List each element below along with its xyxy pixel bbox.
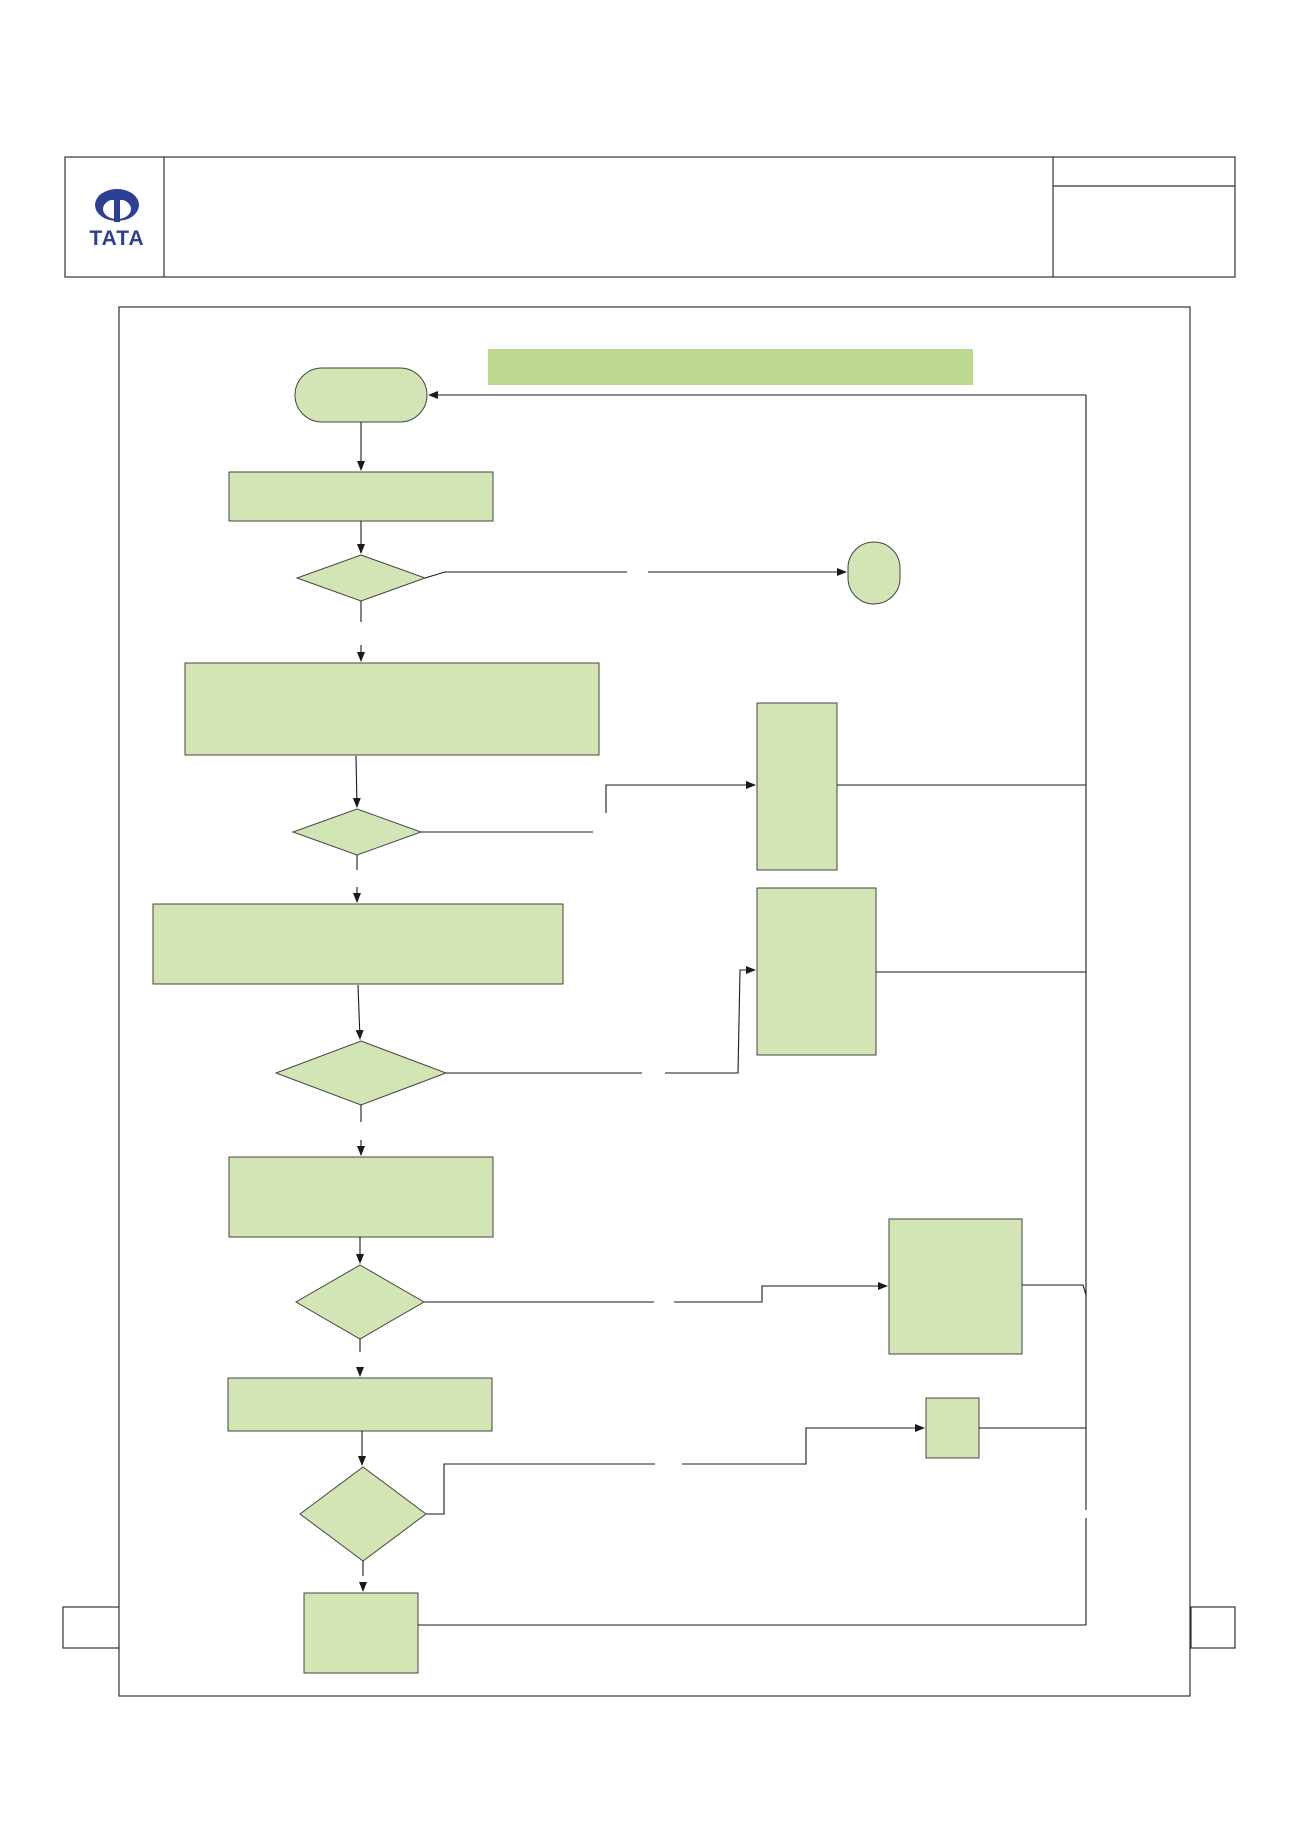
process-step-1 (228, 471, 494, 522)
connector-step3-to-decision3 (355, 984, 364, 1040)
footer-tab-left (62, 1606, 121, 1649)
end-terminator (847, 541, 901, 605)
side-process-a (756, 702, 838, 871)
header-frame (64, 156, 1236, 278)
logo-wordmark: TATA (89, 227, 144, 250)
document-header (64, 156, 1236, 278)
final-process (303, 1592, 419, 1674)
connector-decision2-to-sideA-b (605, 781, 756, 813)
process-step-3 (152, 903, 564, 985)
return-from-sideC (1022, 1284, 1087, 1296)
process-step-4 (228, 1156, 494, 1238)
connector-step2-to-decision2 (352, 755, 361, 808)
process-step-2 (184, 662, 600, 756)
side-process-d (925, 1397, 980, 1459)
connector-decision3-to-sideB-b (665, 966, 756, 1074)
connector-decision5-to-sideD-b (682, 1424, 925, 1465)
connector-decision5-to-sideD (426, 1463, 655, 1515)
connectors (352, 391, 1087, 1626)
footer-tab-right (1190, 1606, 1236, 1649)
connector-decision4-to-sideC-b (674, 1282, 888, 1303)
start-terminator (294, 367, 428, 423)
side-process-c (888, 1218, 1023, 1355)
connector-decision1-to-end (424, 571, 627, 579)
side-process-b (756, 887, 877, 1056)
tata-logo-icon: TATA (89, 189, 144, 250)
title-banner (488, 349, 973, 385)
process-step-5 (227, 1377, 493, 1432)
